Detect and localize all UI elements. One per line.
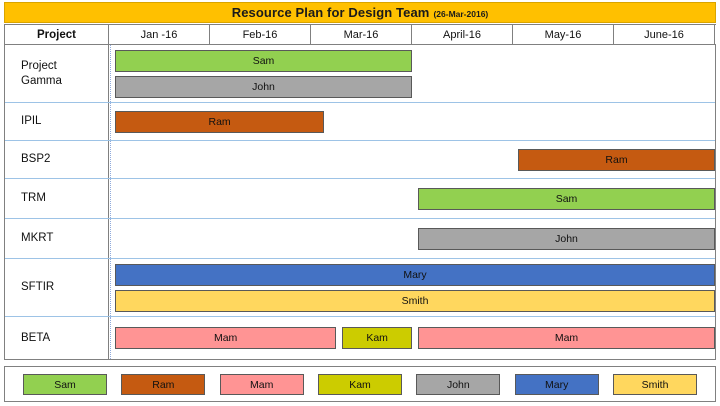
gantt-row-plot: Ram (109, 141, 715, 178)
gantt-bar[interactable]: Smith (115, 290, 715, 312)
month-guide-line (110, 45, 111, 102)
legend-item[interactable]: Mam (219, 374, 304, 395)
project-name-label: Gamma (21, 74, 62, 87)
column-header-month: Mar-16 (311, 25, 412, 44)
month-guide-line (110, 103, 111, 140)
gantt-row-plot: Sam (109, 179, 715, 218)
gantt-row-plot: John (109, 219, 715, 258)
page-title-date: (26-Mar-2016) (433, 8, 489, 19)
gantt-bar[interactable]: John (115, 76, 412, 98)
project-name-cell: BSP2 (5, 141, 109, 178)
legend: Sam Ram Mam Kam John Mary Smith (4, 366, 716, 402)
gantt-row: BSP2 Ram (5, 141, 715, 179)
gantt-bar[interactable]: John (418, 228, 715, 250)
project-name-label: SFTIR (21, 281, 55, 294)
legend-item[interactable]: Mary (514, 374, 599, 395)
legend-item[interactable]: John (416, 374, 501, 395)
chart-title-bar: Resource Plan for Design Team (26-Mar-20… (4, 2, 716, 23)
month-guide-line (110, 219, 111, 258)
project-name-cell: BETA (5, 317, 109, 359)
project-name-label: Project (21, 60, 57, 73)
gantt-row-plot: Ram (109, 103, 715, 140)
legend-item[interactable]: Sam (23, 374, 107, 395)
gantt-row: IPIL Ram (5, 103, 715, 141)
legend-item[interactable]: Smith (613, 374, 697, 395)
gantt-bar[interactable]: Sam (115, 50, 412, 72)
gantt-bar[interactable]: Ram (115, 111, 325, 133)
gantt-bar[interactable]: Ram (518, 149, 715, 171)
project-name-cell: TRM (5, 179, 109, 218)
project-name-cell: IPIL (5, 103, 109, 140)
project-name-label: IPIL (21, 115, 42, 128)
page-title: Resource Plan for Design Team (231, 5, 430, 20)
project-name-label: TRM (21, 192, 46, 205)
gantt-bar[interactable]: Mam (418, 327, 715, 349)
project-name-label: BSP2 (21, 153, 51, 166)
month-guide-line (110, 317, 111, 359)
gantt-bar[interactable]: Kam (342, 327, 412, 349)
column-header-month: Feb-16 (210, 25, 311, 44)
project-name-label: MKRT (21, 232, 54, 245)
legend-item[interactable]: Kam (318, 374, 402, 395)
month-guide-line (110, 259, 111, 316)
month-guide-line (110, 141, 111, 178)
month-guide-line (110, 179, 111, 218)
project-name-label: BETA (21, 331, 51, 344)
gantt-bar[interactable]: Mary (115, 264, 715, 286)
legend-item[interactable]: Ram (121, 374, 206, 395)
column-header-month: May-16 (513, 25, 614, 44)
project-name-cell: SFTIR (5, 259, 109, 316)
column-header-month: Jan -16 (109, 25, 210, 44)
gantt-row: MKRT John (5, 219, 715, 259)
project-name-cell: MKRT (5, 219, 109, 258)
gantt-row: TRM Sam (5, 179, 715, 219)
gantt-bar[interactable]: Mam (115, 327, 337, 349)
column-header-project: Project (5, 25, 109, 44)
column-header-month: April-16 (412, 25, 513, 44)
column-header-month: June-16 (614, 25, 715, 44)
gantt-bar[interactable]: Sam (418, 188, 715, 210)
